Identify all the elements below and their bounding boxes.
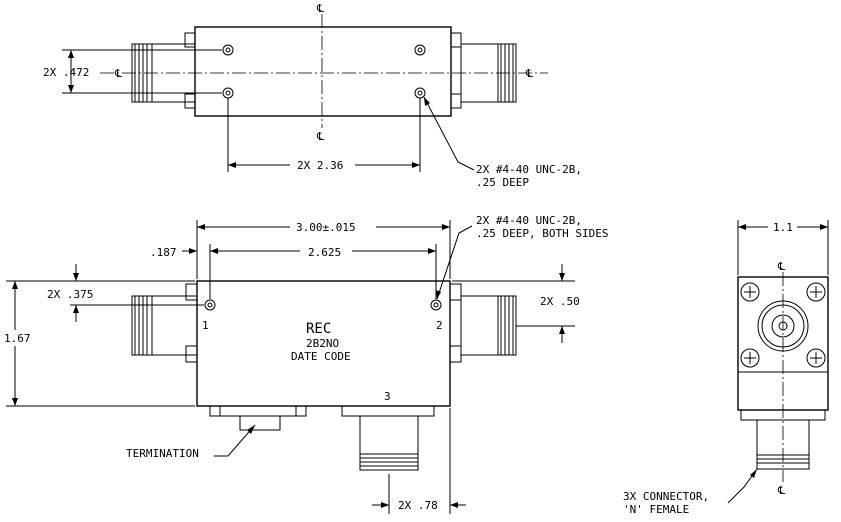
front-right-flange-lower [449, 345, 462, 363]
top-centerline-symbol: ℄ [316, 130, 324, 143]
front-left-flange-lower [185, 345, 198, 363]
dim-top-length: 2X 2.36 [297, 159, 343, 172]
front-view: REC 2B2NO DATE CODE 1 2 3 3.00±.015 2.62… [4, 214, 608, 514]
label-date-code: DATE CODE [291, 350, 351, 363]
termination-flange [209, 405, 307, 417]
connector-face-inner [771, 314, 795, 338]
note-connector-type: 'N' FEMALE [623, 503, 689, 516]
port3-connector-body [359, 415, 419, 455]
top-centerline-symbol: ℄ [525, 67, 533, 80]
top-right-flange-lower [450, 93, 462, 109]
top-hole [414, 87, 426, 99]
top-right-flange-upper [450, 32, 462, 48]
note-front-depth: .25 DEEP, BOTH SIDES [476, 227, 608, 240]
top-view: ℄ ℄ ℄ ℄ 2X .472 2X 2.36 2X #4-40 UNC-2B,… [43, 2, 582, 189]
top-hole [222, 87, 234, 99]
label-maker: REC [306, 321, 331, 337]
port-2-label: 2 [436, 319, 443, 332]
front-right-connector-body [460, 295, 499, 356]
top-centerline-symbol: ℄ [114, 67, 122, 80]
side-centerline-symbol: ℄ [777, 484, 785, 497]
screw-icon [740, 348, 760, 368]
front-hole [204, 299, 216, 311]
dim-side-width: 1.1 [773, 221, 793, 234]
dim-port3-offset: 2X .78 [398, 499, 438, 512]
port3-flange [341, 405, 435, 417]
note-top-depth: .25 DEEP [476, 176, 529, 189]
screw-icon [806, 348, 826, 368]
dim-top-spacing: 2X .472 [43, 66, 89, 79]
label-model: 2B2NO [306, 337, 339, 350]
top-hole [222, 44, 234, 56]
termination-body [239, 415, 281, 431]
front-hole [430, 299, 442, 311]
label-termination: TERMINATION [126, 447, 199, 460]
screw-icon [806, 282, 826, 302]
dim-hole-height: 2X .375 [47, 288, 93, 301]
dim-port-offset: 2X .50 [540, 295, 580, 308]
note-top-thread: 2X #4-40 UNC-2B, [476, 163, 582, 176]
port-1-label: 1 [202, 319, 209, 332]
side-centerline-symbol: ℄ [777, 260, 785, 273]
dim-height: 1.67 [4, 332, 31, 345]
top-left-flange-lower [184, 93, 196, 109]
note-connector: 3X CONNECTOR, [623, 490, 709, 503]
front-left-flange-upper [185, 283, 198, 301]
side-view: ℄ ℄ 1.1 3X CONNECTOR, 'N' FEMALE [623, 220, 829, 516]
front-left-connector-nut [131, 295, 153, 356]
dim-hole-inset: .187 [150, 246, 177, 259]
dim-overall-length: 3.00±.015 [296, 221, 356, 234]
top-hole [414, 44, 426, 56]
dim-hole-spacing: 2.625 [308, 246, 341, 259]
top-left-flange-upper [184, 32, 196, 48]
screw-icon [740, 282, 760, 302]
top-centerline-symbol: ℄ [316, 2, 324, 15]
front-right-flange-upper [449, 283, 462, 301]
port-3-label: 3 [384, 390, 391, 403]
note-front-thread: 2X #4-40 UNC-2B, [476, 214, 582, 227]
top-body [194, 26, 452, 117]
